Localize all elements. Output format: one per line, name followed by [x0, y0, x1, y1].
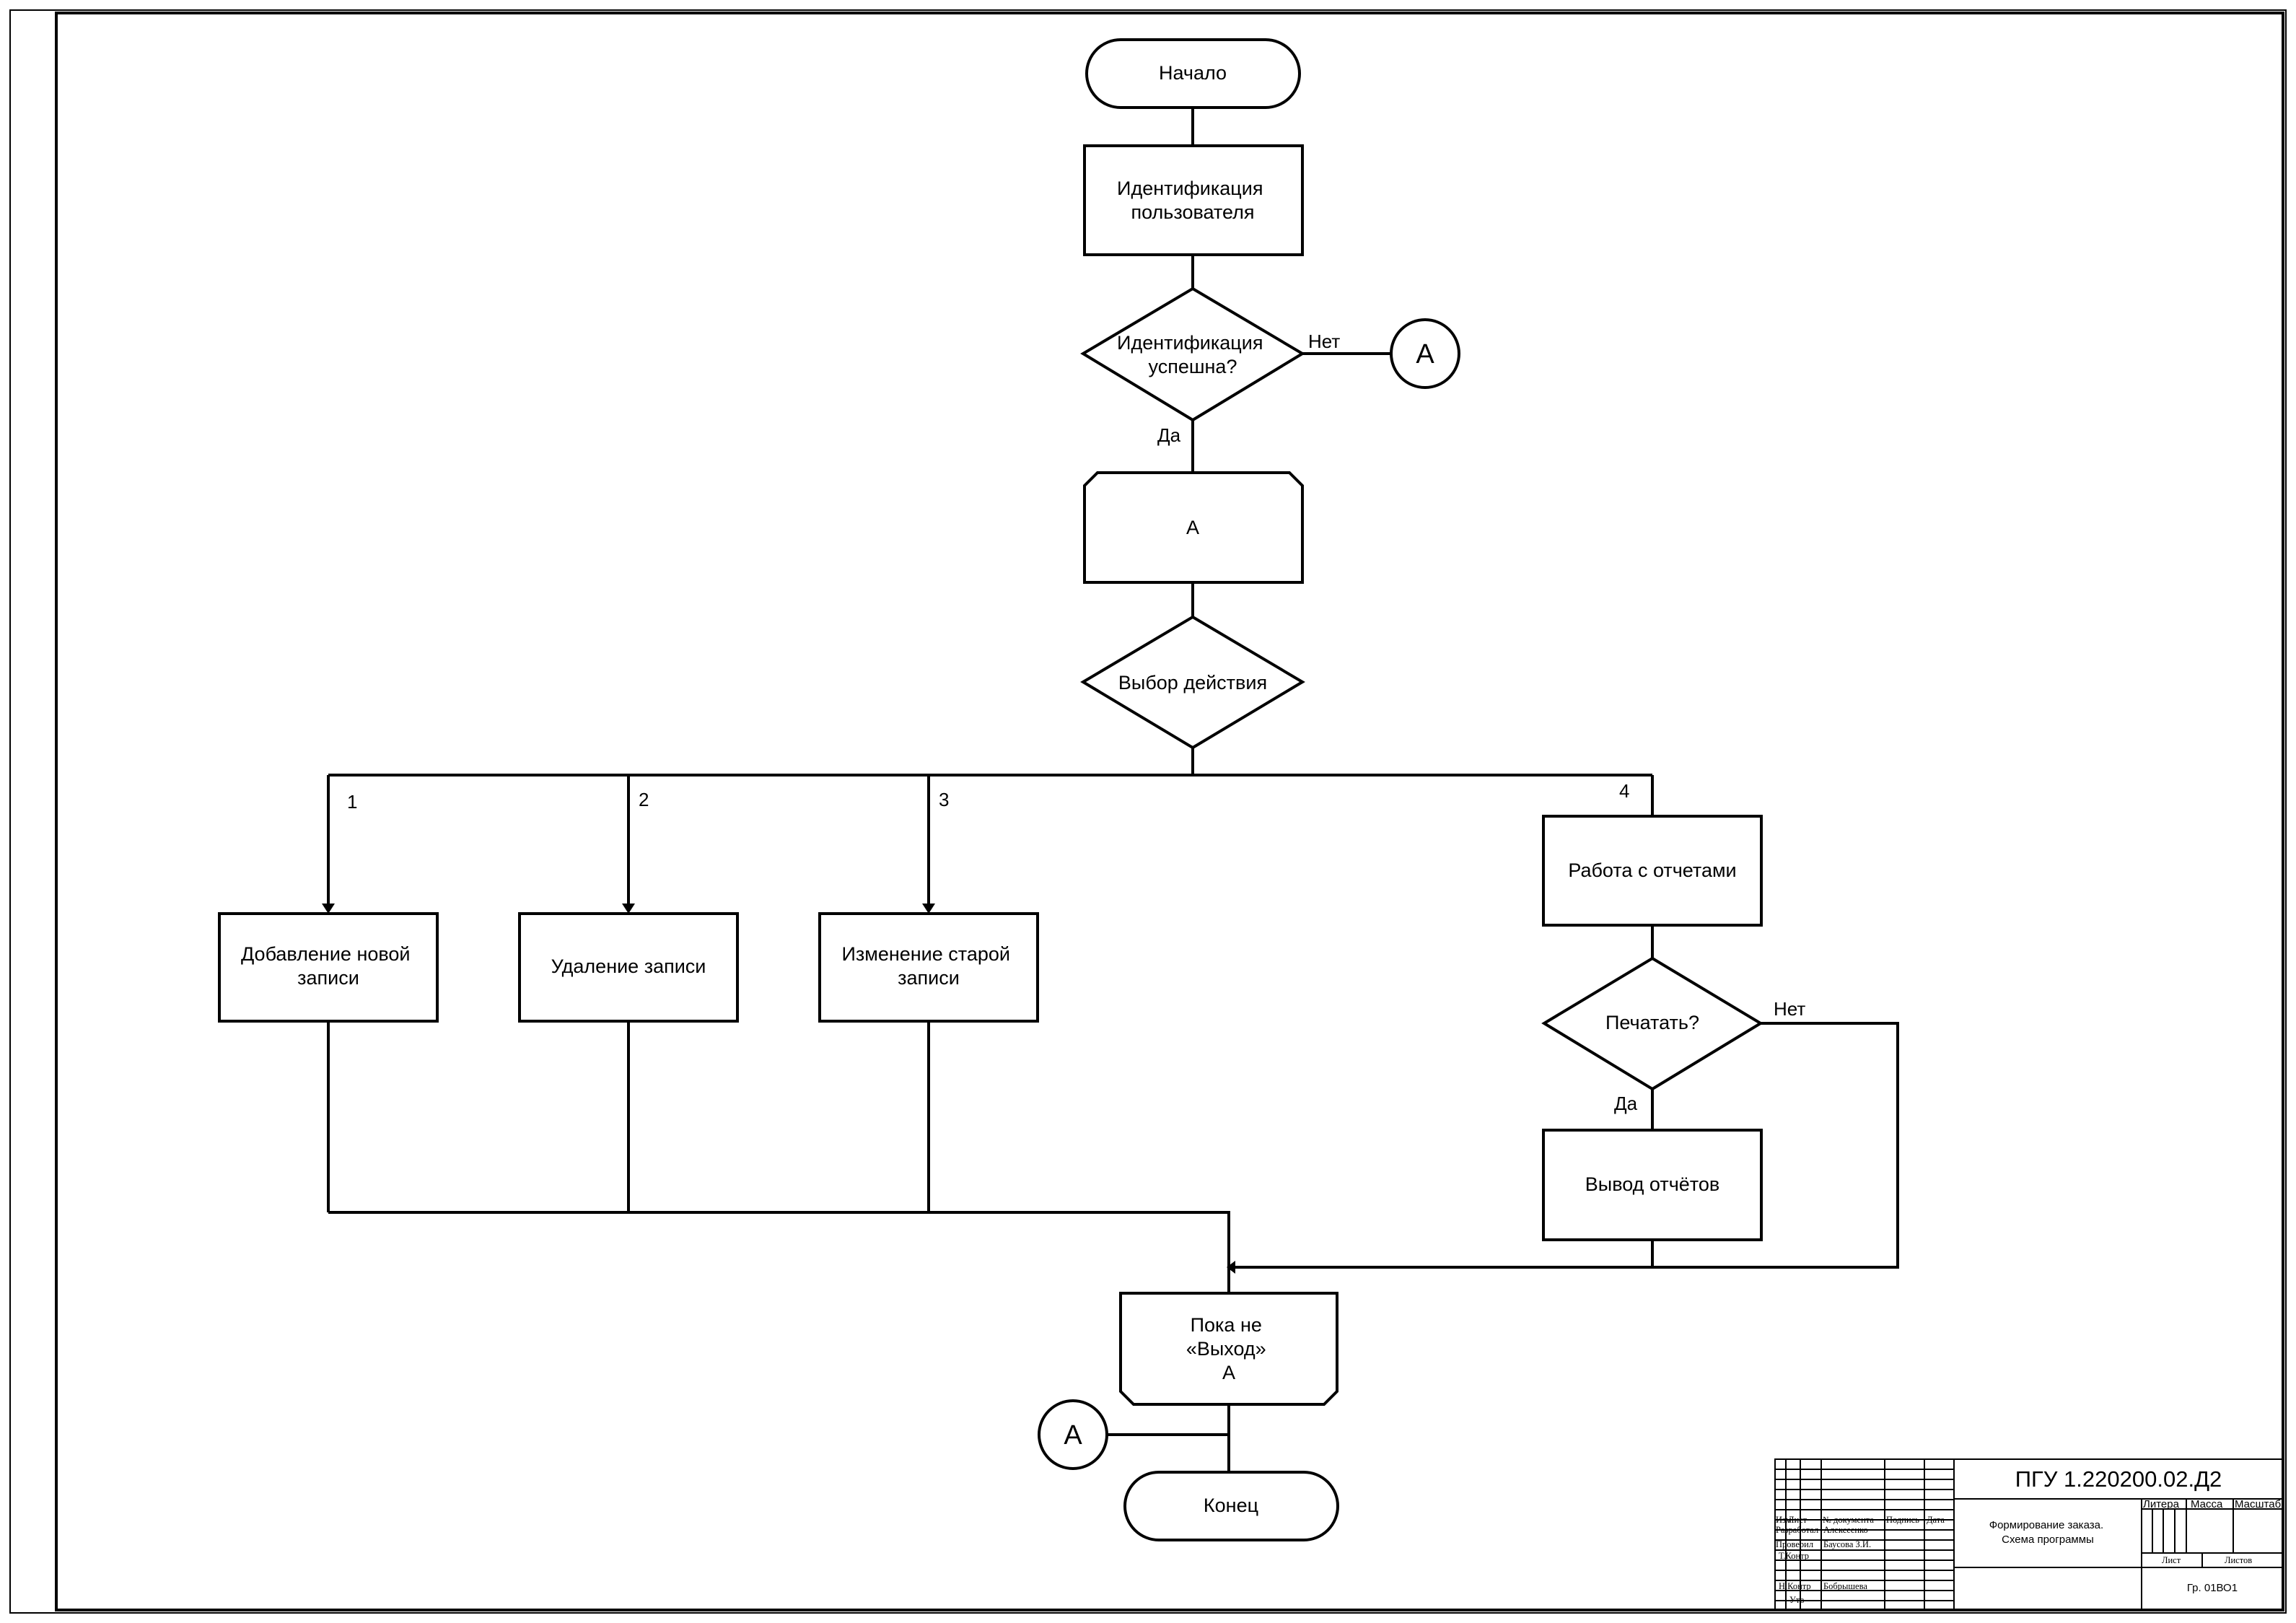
header-litera: Литера [2143, 1498, 2180, 1510]
outer-frame [9, 9, 2287, 1614]
stamp-description: Формирование заказа. Схема программы [1989, 1519, 2107, 1546]
loop-begin-label: A [1186, 517, 1199, 538]
name-checked: Баусова З.И. [1823, 1539, 1871, 1549]
auth-decision [1080, 286, 1305, 422]
col-change: Изм [1776, 1515, 1792, 1525]
auth-no-label: Нет [1308, 331, 1340, 352]
name-norm-control: Бобрышева [1823, 1581, 1867, 1591]
start-label: Начало [1159, 62, 1227, 84]
auth-yes-label: Да [1157, 424, 1181, 446]
choice-decision [1080, 615, 1305, 750]
stamp-group: Гр. 01ВО1 [2187, 1582, 2238, 1594]
output-process [1542, 1129, 1763, 1241]
role-tech-control: Т.Контр [1779, 1551, 1809, 1561]
branch-4-label: 4 [1619, 780, 1629, 802]
branch-2-label: 2 [639, 789, 649, 810]
end-label: Конец [1204, 1495, 1258, 1516]
connector-a-bottom [1038, 1399, 1108, 1470]
identify-process [1083, 144, 1304, 256]
loop-end [1119, 1292, 1338, 1406]
role-developed: Разработал [1776, 1525, 1818, 1535]
header-mass: Масса [2191, 1498, 2223, 1510]
end-terminator [1123, 1471, 1339, 1541]
delete-record-label: Удаление записи [551, 955, 706, 977]
start-terminator [1085, 38, 1301, 109]
arrowheads [322, 904, 1235, 1274]
reports-process [1542, 815, 1763, 927]
col-doc-no: № документа [1823, 1515, 1874, 1525]
choice-label: Выбор действия [1118, 672, 1267, 694]
add-record-process [218, 912, 439, 1023]
connector-a-top [1390, 318, 1460, 389]
role-checked: Проверил [1776, 1539, 1813, 1549]
connector-a-bottom-label: A [1064, 1420, 1082, 1451]
drawing-frame [55, 12, 2284, 1611]
title-block: Изм Лист № документа Подпись Дата Разраб… [1774, 1458, 2284, 1611]
role-approved: Утв [1789, 1595, 1804, 1605]
branch-3-label: 3 [939, 789, 949, 810]
auth-decision-label: Идентификация успешна? [1117, 332, 1269, 377]
delete-record-process [518, 912, 739, 1023]
loop-end-label: Пока не «Выход» A [1186, 1314, 1271, 1383]
role-norm-control: Н.Контр [1779, 1581, 1811, 1591]
header-scale: Масштаб [2235, 1498, 2281, 1510]
edit-record-label: Изменение старой записи [841, 943, 1015, 989]
reports-label: Работа с отчетами [1568, 859, 1736, 881]
add-record-label: Добавление новой записи [241, 943, 416, 989]
stamp-designation: ПГУ 1.220200.02.Д2 [2015, 1466, 2222, 1492]
flow-lines [327, 107, 1899, 1472]
name-developed: Алексеенко [1823, 1525, 1868, 1535]
print-decision-label: Печатать? [1605, 1012, 1699, 1033]
print-decision [1541, 956, 1763, 1091]
col-signature: Подпись [1886, 1515, 1919, 1525]
print-no-label: Нет [1774, 998, 1805, 1020]
identify-label: Идентификация пользователя [1117, 178, 1269, 223]
connector-a-top-label: A [1416, 339, 1434, 369]
branch-1-label: 1 [347, 791, 357, 813]
loop-begin [1083, 471, 1304, 584]
header-sheet: Лист [2162, 1555, 2181, 1565]
header-sheets: Листов [2225, 1555, 2252, 1565]
output-label: Вывод отчётов [1585, 1173, 1719, 1195]
print-yes-label: Да [1614, 1093, 1638, 1114]
col-date: Дата [1927, 1515, 1945, 1525]
edit-record-process [818, 912, 1039, 1023]
col-sheet: Лист [1788, 1515, 1808, 1525]
